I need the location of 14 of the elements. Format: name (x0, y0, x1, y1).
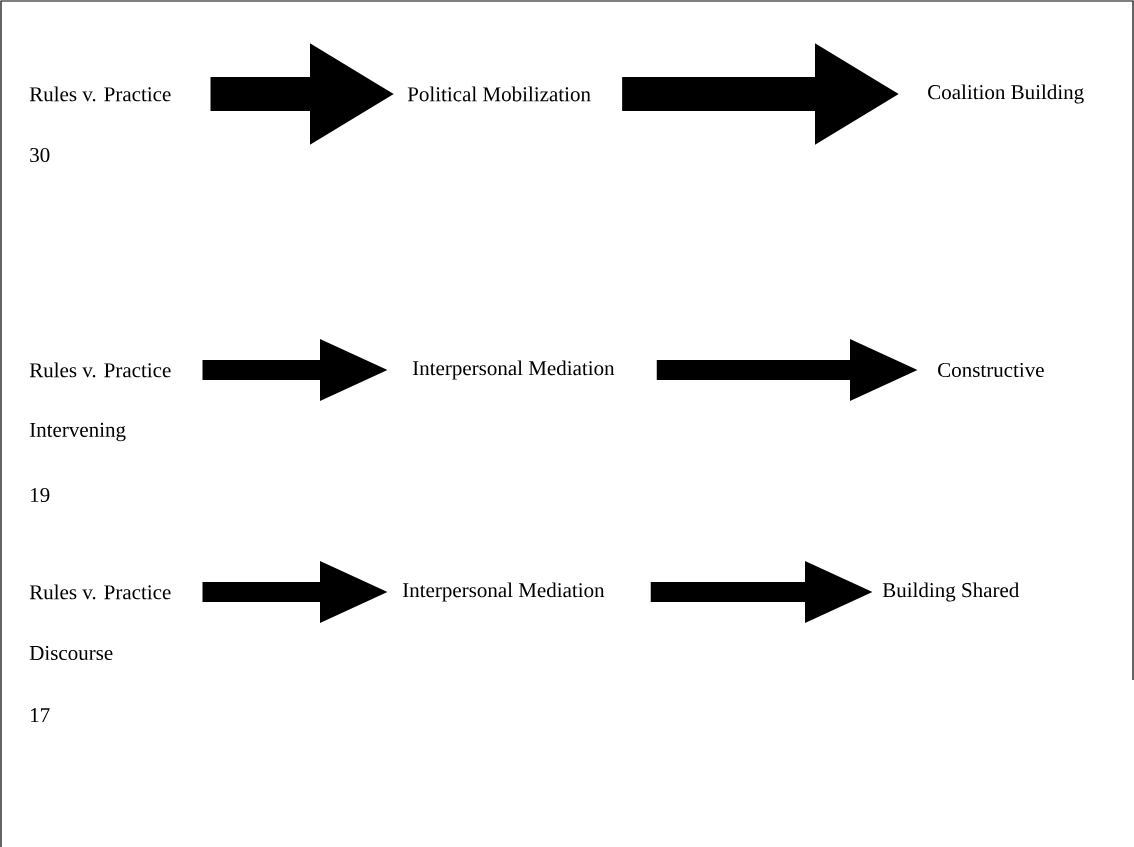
step-label: Rules v. Practice (29, 86, 171, 102)
count-label: 17 (31, 708, 50, 722)
step-label: Building Shared (882, 582, 1020, 602)
count-label: Intervening (29, 422, 126, 442)
step-label: Interpersonal Mediation (412, 360, 615, 380)
count-label: 30 (30, 147, 50, 163)
step-label: Coalition Building (928, 84, 1084, 104)
step-label: Interpersonal Mediation (402, 582, 605, 602)
step-label: Rules v. Practice (29, 584, 171, 600)
count-label: Discourse (29, 645, 113, 661)
step-label: Political Mobilization (407, 86, 591, 102)
count-label: 19 (31, 487, 50, 503)
step-label: Constructive (938, 362, 1044, 378)
step-label: Rules v. Practice (29, 362, 171, 378)
